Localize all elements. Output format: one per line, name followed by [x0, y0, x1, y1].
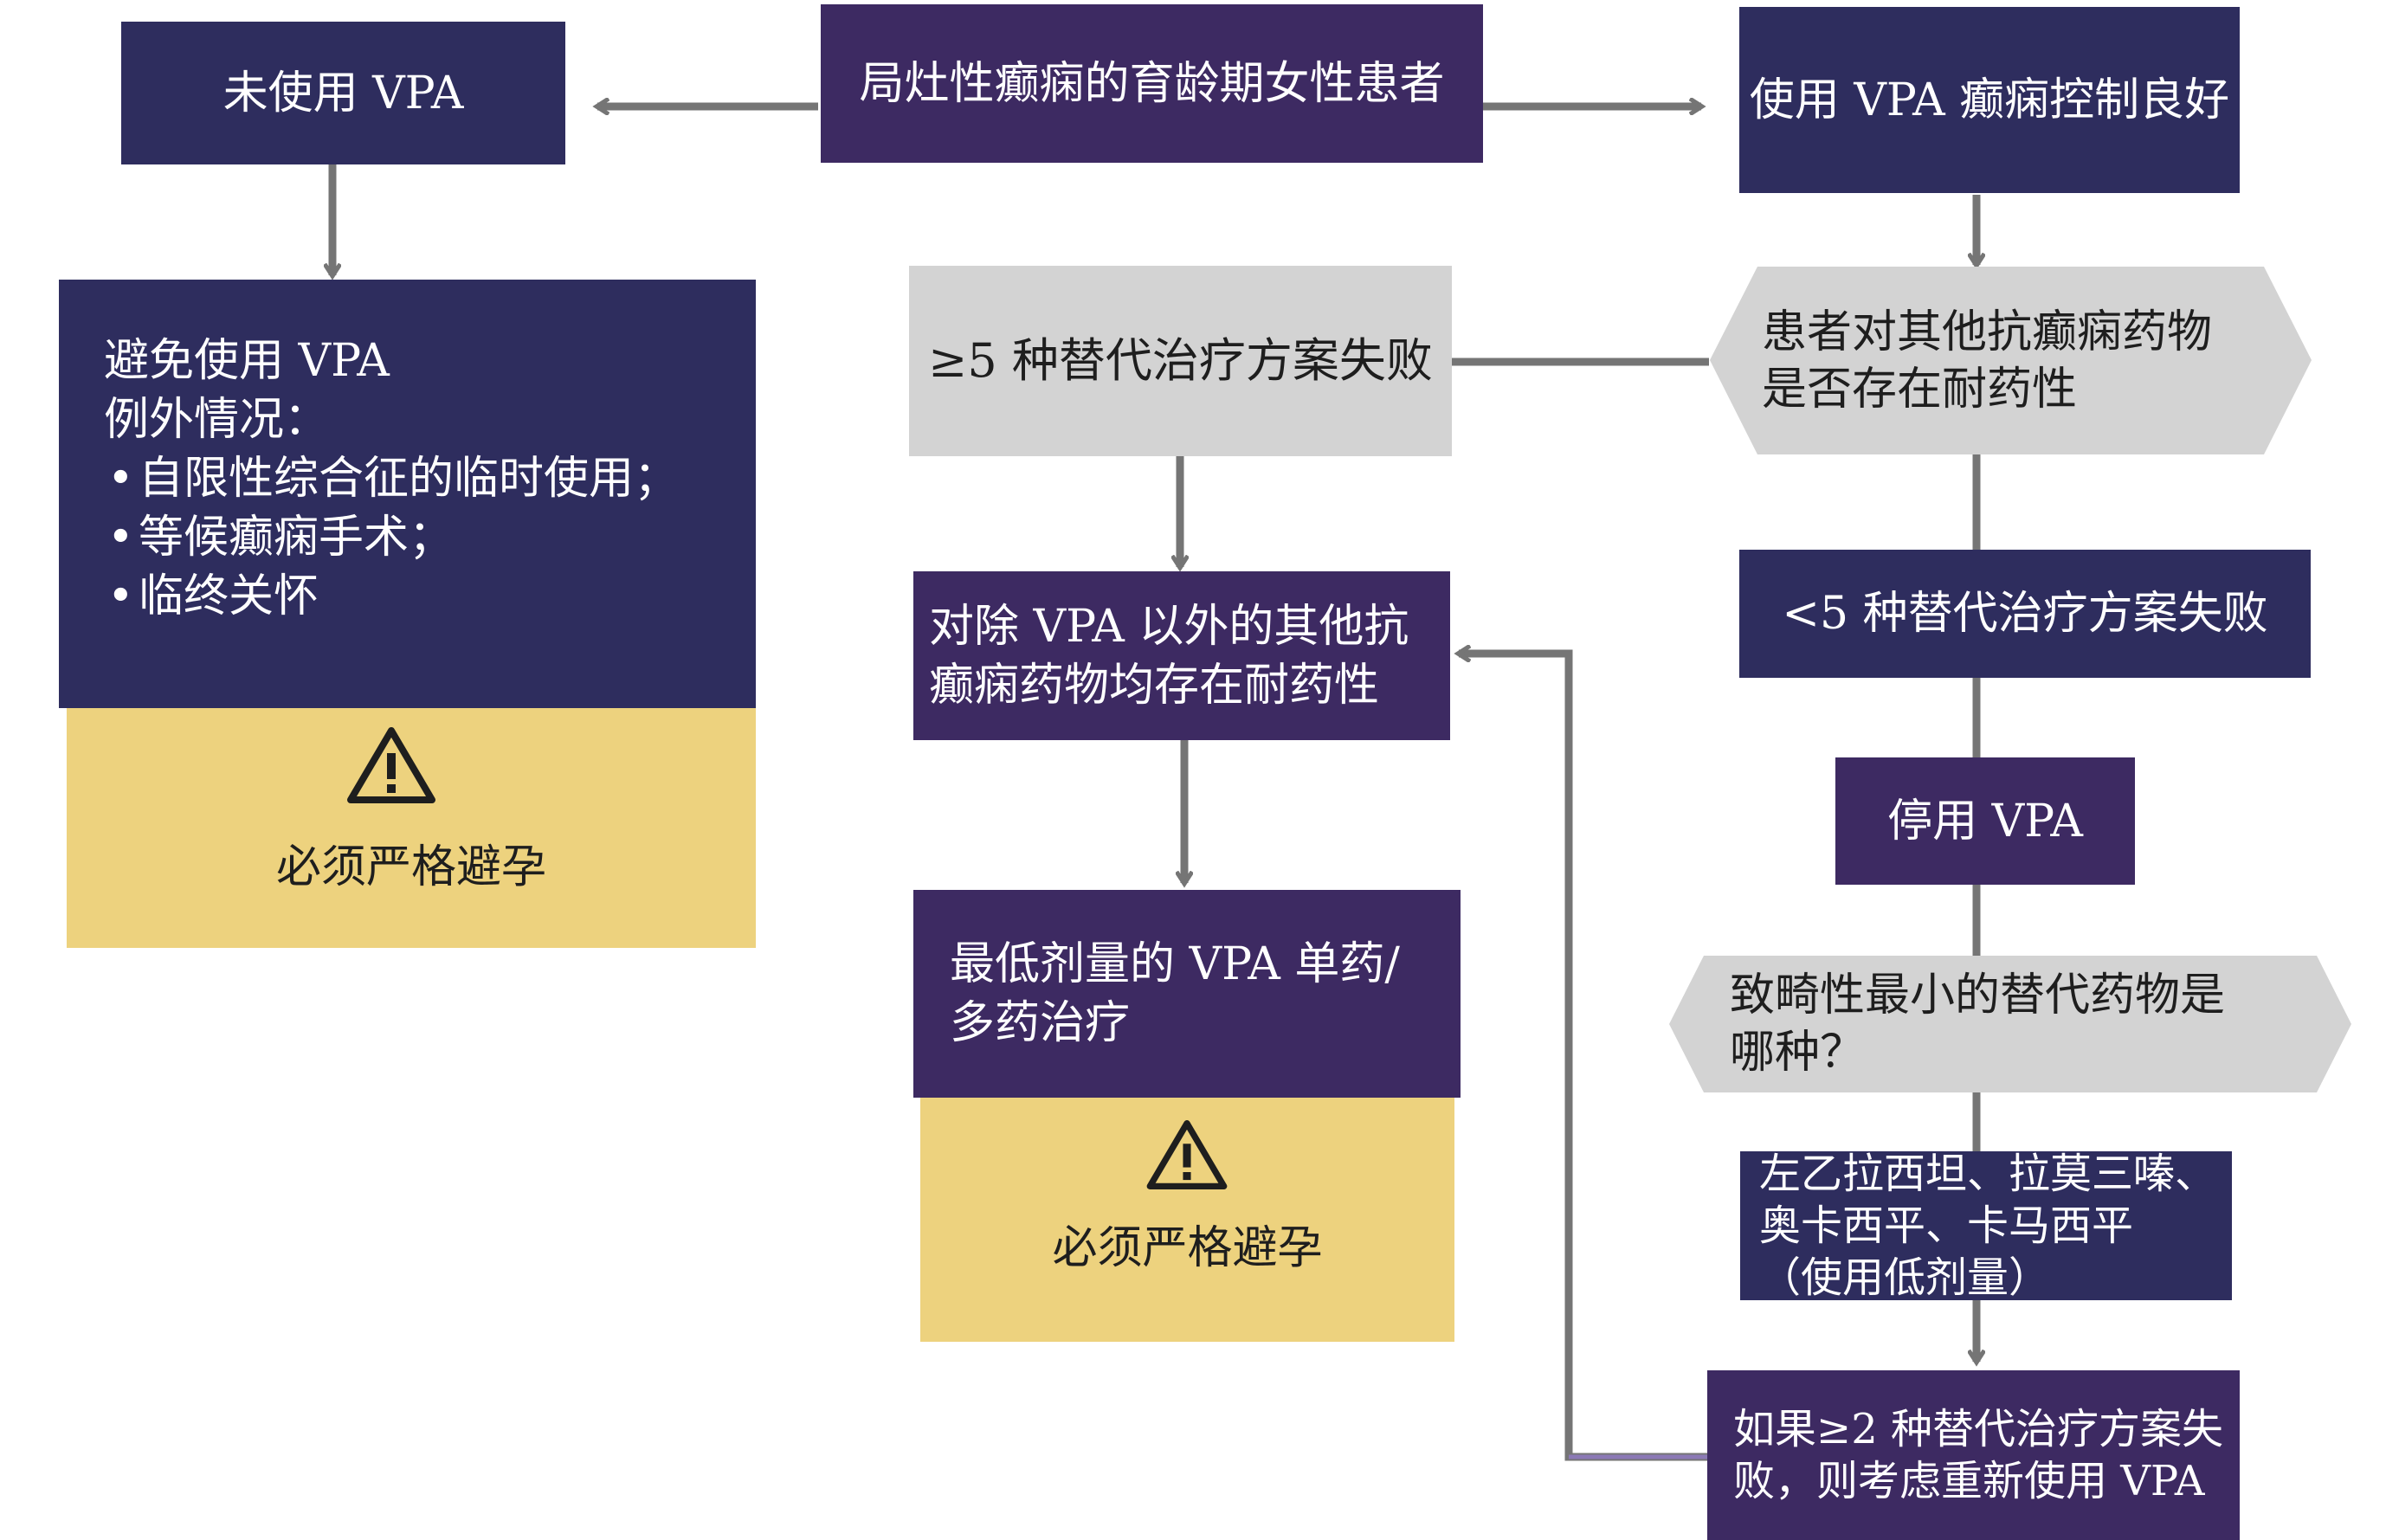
alternatives-line-3: （使用低剂量）	[1759, 1253, 2051, 1302]
exceptions-list: 自限性综合征的临时使用； 等候癫痫手术； 临终关怀	[104, 449, 679, 626]
alternatives-line-2: 奥卡西平、卡马西平	[1759, 1202, 2134, 1250]
list-item: 自限性综合征的临时使用；	[104, 449, 679, 508]
not-using-vpa-box: 未使用 VPA	[121, 22, 565, 164]
lowest-dose-line-2: 多药治疗	[950, 997, 1131, 1049]
lowest-dose-line-1: 最低剂量的 VPA 单药/	[950, 938, 1400, 990]
resistance-question-box: 患者对其他抗癫痫药物 是否存在耐药性	[1762, 267, 2281, 454]
root-patient-box: 局灶性癫痫的育龄期女性患者	[821, 4, 1483, 163]
teratogen-question-box: 致畸性最小的替代药物是 哪种？	[1730, 956, 2318, 1092]
under5-failed-box: <5 种替代治疗方案失败	[1739, 550, 2311, 678]
under5-failed-label: <5 种替代治疗方案失败	[1782, 588, 2268, 640]
stop-vpa-box: 停用 VPA	[1835, 757, 2135, 885]
avoid-vpa-box: 避免使用 VPA 例外情况： 自限性综合征的临时使用； 等候癫痫手术； 临终关怀	[59, 280, 756, 708]
over5-failed-box: ≥5 种替代治疗方案失败	[909, 266, 1452, 456]
using-vpa-box: 使用 VPA 癫痫控制良好	[1739, 7, 2240, 193]
middle-warning-label: 必须严格避孕	[1052, 1222, 1323, 1274]
resistant-all-box: 对除 VPA 以外的其他抗 癫痫药物均存在耐药性	[913, 571, 1450, 740]
left-warning-panel: 必须严格避孕	[67, 708, 756, 948]
exceptions-heading: 例外情况：	[104, 394, 330, 446]
alternatives-box: 左乙拉西坦、拉莫三嗪、 奥卡西平、卡马西平 （使用低剂量）	[1740, 1150, 2232, 1302]
middle-warning-panel: 必须严格避孕	[920, 1098, 1454, 1342]
reconsider-vpa-box: 如果≥2 种替代治疗方案失 败，则考虑重新使用 VPA	[1707, 1370, 2240, 1540]
resistant-all-line-2: 癫痫药物均存在耐药性	[929, 659, 1380, 712]
teratogen-question-line-1: 致畸性最小的替代药物是	[1730, 970, 2226, 1021]
avoid-vpa-heading: 避免使用 VPA	[104, 335, 390, 387]
reconsider-line-2: 败，则考虑重新使用 VPA	[1733, 1457, 2205, 1505]
stop-vpa-label: 停用 VPA	[1887, 795, 2083, 847]
lowest-dose-box: 最低剂量的 VPA 单药/ 多药治疗	[913, 890, 1461, 1098]
warning-triangle-icon	[347, 727, 435, 803]
not-using-vpa-label: 未使用 VPA	[222, 67, 464, 119]
warning-triangle-icon	[1146, 1119, 1228, 1189]
over5-failed-label: ≥5 种替代治疗方案失败	[928, 333, 1433, 388]
resistant-all-line-1: 对除 VPA 以外的其他抗	[929, 600, 1409, 653]
resistance-question-line-2: 是否存在耐药性	[1762, 363, 2078, 416]
teratogen-question-line-2: 哪种？	[1730, 1027, 1866, 1079]
using-vpa-label: 使用 VPA 癫痫控制良好	[1749, 74, 2230, 126]
resistance-question-line-1: 患者对其他抗癫痫药物	[1762, 306, 2213, 358]
teratogen-question-shape	[1669, 956, 2351, 1092]
root-patient-label: 局灶性癫痫的育龄期女性患者	[859, 57, 1445, 110]
resistance-question-shape	[1710, 267, 2312, 454]
list-item: 等候癫痫手术；	[104, 508, 679, 567]
left-warning-label: 必须严格避孕	[275, 841, 546, 893]
alternatives-line-1: 左乙拉西坦、拉莫三嗪、	[1759, 1150, 2217, 1198]
reconsider-line-1: 如果≥2 种替代治疗方案失	[1733, 1405, 2224, 1453]
list-item: 临终关怀	[104, 567, 679, 626]
